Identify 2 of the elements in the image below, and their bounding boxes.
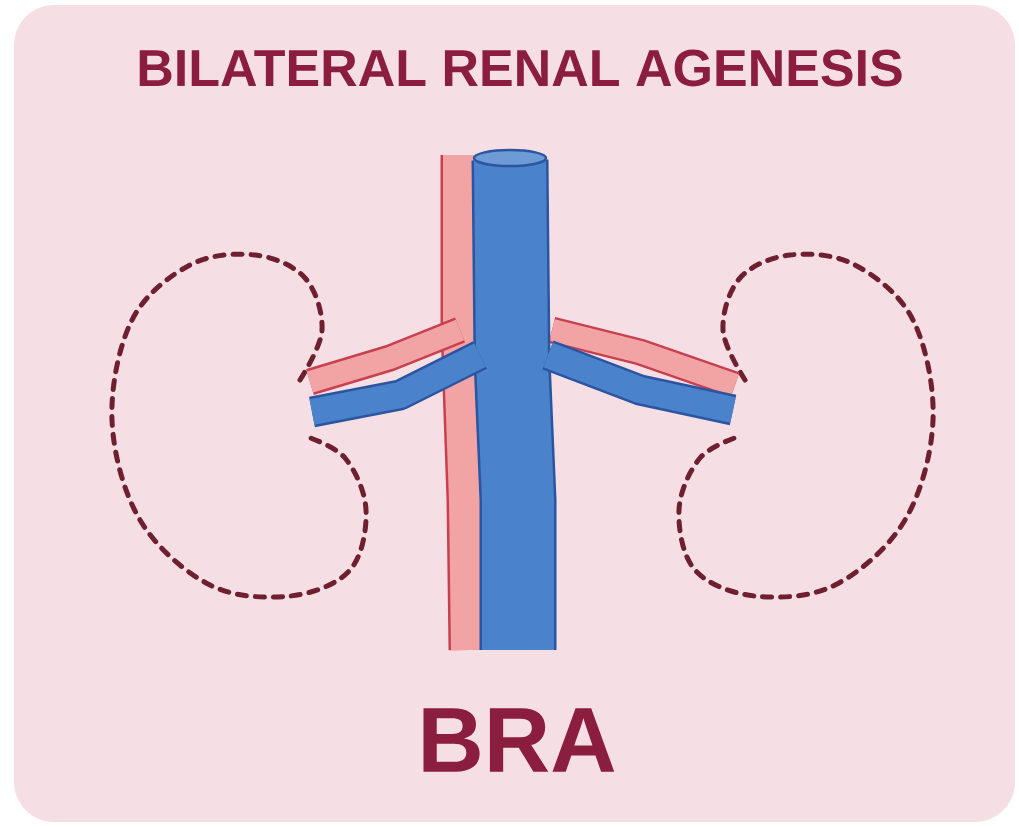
title-text: BILATERAL RENAL AGENESIS: [139, 49, 902, 87]
abbreviation-label: BRA: [423, 708, 615, 772]
